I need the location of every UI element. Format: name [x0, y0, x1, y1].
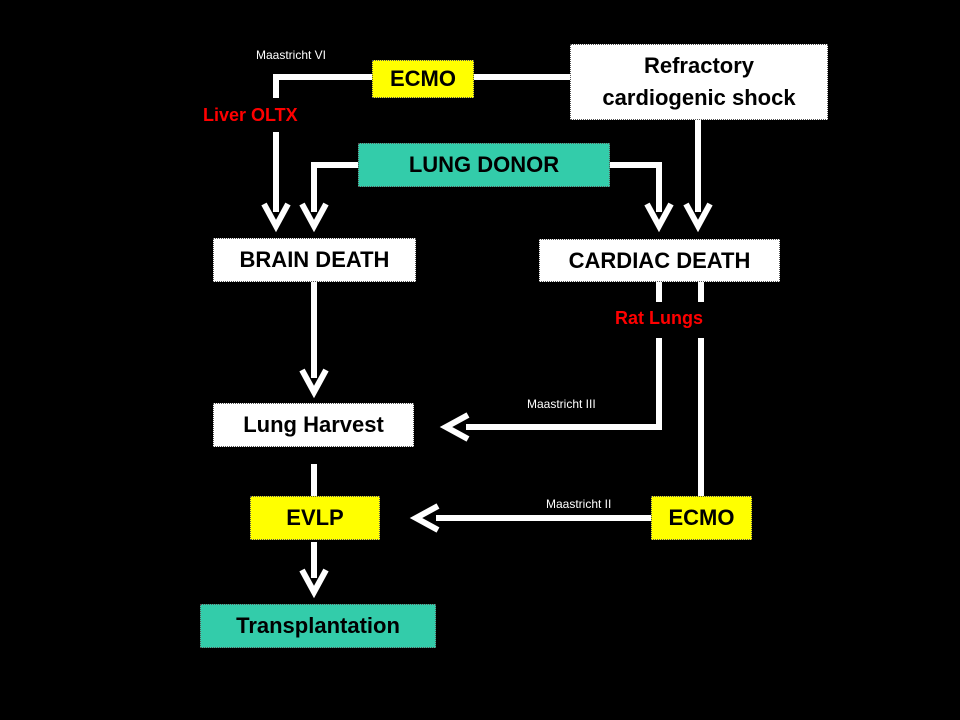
lung-donor-node: LUNG DONOR	[358, 143, 610, 187]
maastricht-iii-label: Maastricht III	[527, 397, 596, 411]
lung-harvest-node: Lung Harvest	[213, 403, 414, 447]
arrow-maastricht-iii-to-harvest	[466, 338, 662, 430]
maastricht-vi-label: Maastricht VI	[256, 48, 327, 62]
ecmo-top-node: ECMO	[372, 60, 474, 98]
ecmo-bottom-node: ECMO	[651, 496, 752, 540]
arrow-donor-to-brain-death	[311, 162, 358, 212]
arrow-donor-to-cardiac-death	[610, 162, 662, 212]
evlp-node: EVLP	[250, 496, 380, 540]
arrowhead-refractory-to-cardiac-death	[683, 202, 713, 233]
connector-ecmo-to-left	[273, 74, 372, 98]
rat-lungs-label: Rat Lungs	[615, 308, 703, 328]
arrowhead-evlp-to-transplantation	[299, 568, 329, 599]
brain-death-node: BRAIN DEATH	[213, 238, 416, 282]
transplantation-node: Transplantation	[200, 604, 436, 648]
cardiac-death-node: CARDIAC DEATH	[539, 239, 780, 282]
arrowhead-ecmo-to-evlp	[409, 503, 440, 533]
liver-oltx-label: Liver OLTX	[203, 105, 298, 125]
arrowhead-brain-death-to-harvest	[299, 368, 329, 399]
arrowhead-liver-to-brain-death	[261, 202, 291, 233]
arrowhead-maastricht-iii-to-harvest	[439, 412, 470, 442]
refractory-cardiogenic-shock-node: Refractory cardiogenic shock	[570, 44, 828, 120]
maastricht-ii-label: Maastricht II	[546, 497, 612, 511]
arrowhead-donor-to-cardiac-death	[644, 202, 674, 233]
arrowhead-donor-to-brain-death	[299, 202, 329, 233]
